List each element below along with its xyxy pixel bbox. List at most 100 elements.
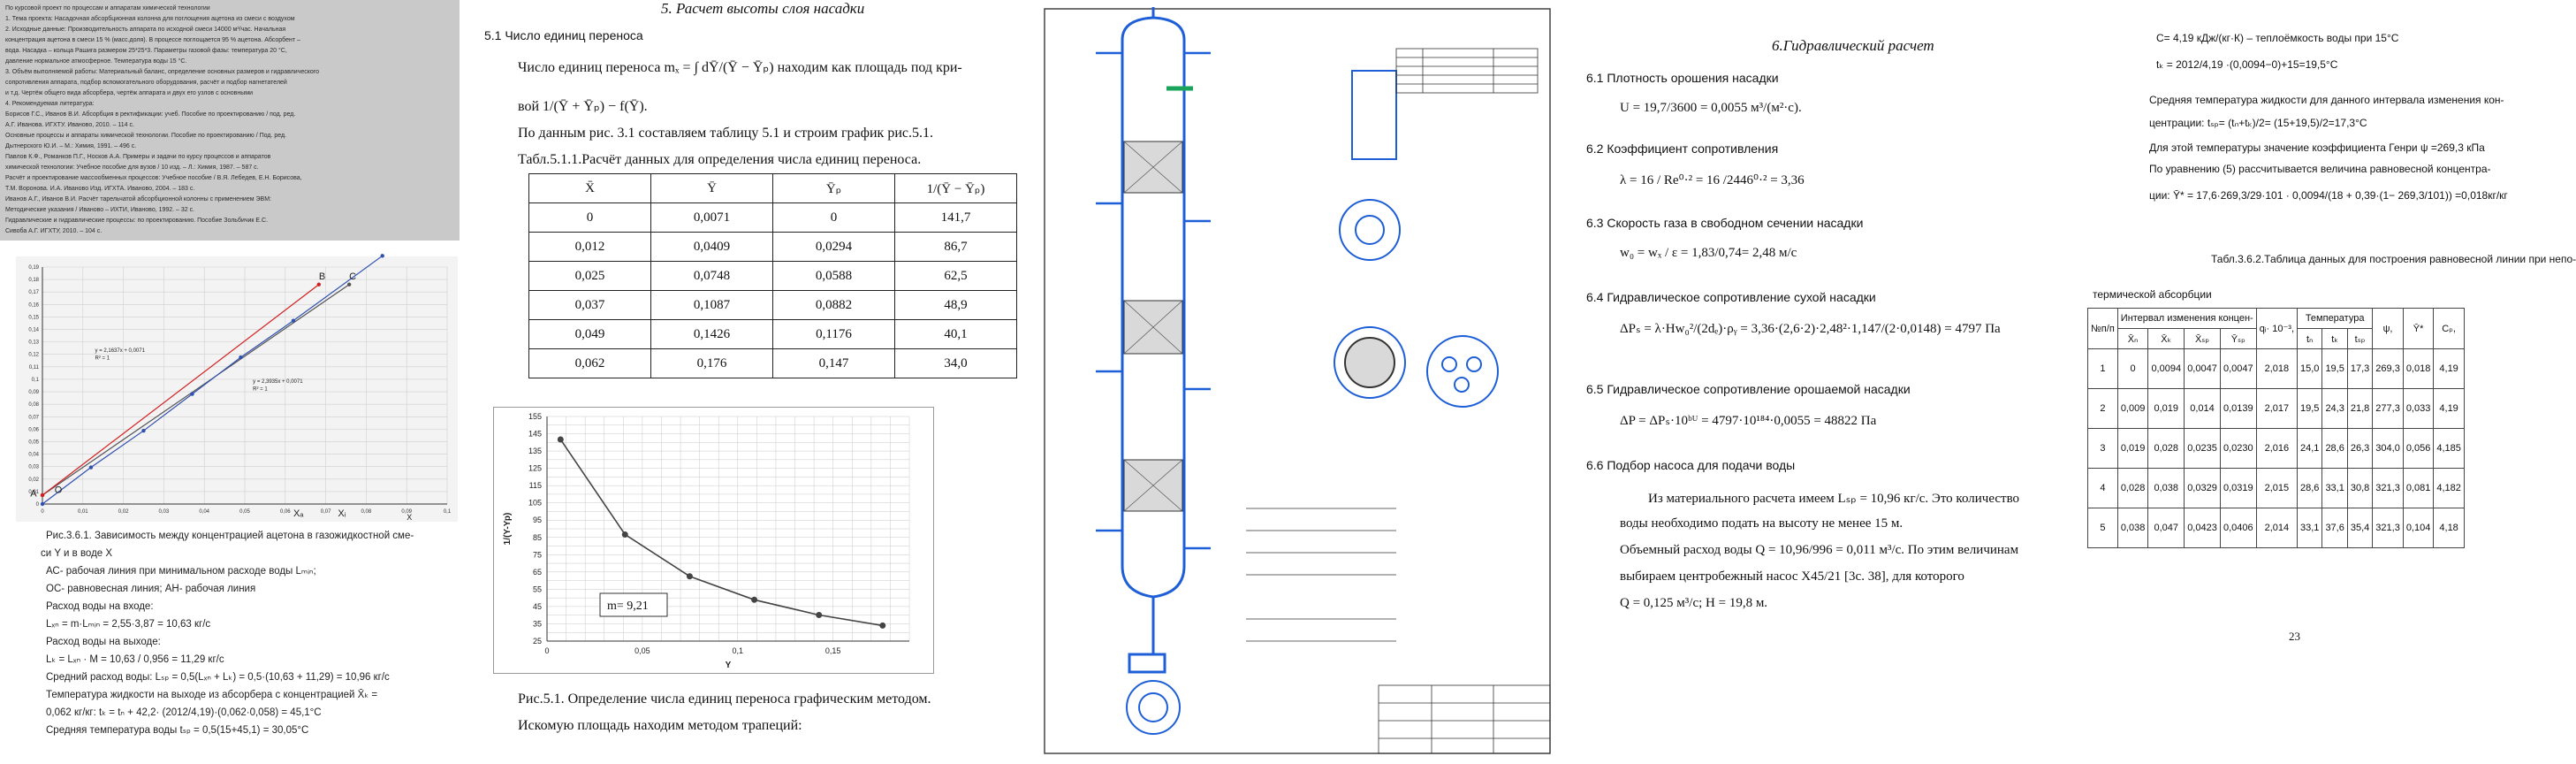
table-cell: 0,028 (2116, 468, 2149, 508)
x-tick-label: 0,1 (444, 509, 452, 515)
section-heading: 6.6 Подбор насоса для подачи воды (1586, 458, 1796, 472)
table-cell: 21,8 (2346, 388, 2374, 429)
table-cell: 3 (2087, 428, 2118, 469)
task-line: вода. Насадка – кольца Рашига размером 2… (5, 48, 287, 54)
x-tick-label: 0,09 (401, 509, 412, 515)
formula-line: ΔPₛ = λ·Hw₀²/(2dₑ)·ρᵧ = 3,36·(2,6·2)·2,4… (1620, 322, 2001, 336)
table-cell: 28,6 (2321, 428, 2348, 469)
x-tick-label: 0 (544, 646, 549, 655)
calculation-line: ОС- равновесная линия; АН- рабочая линия (46, 584, 256, 594)
table-cell: 0,038 (2116, 508, 2149, 548)
calculation-line: АС- рабочая линия при минимальном расход… (46, 566, 316, 577)
x-tick-label: 0,15 (825, 646, 841, 655)
x-tick-label: 0,02 (118, 509, 129, 515)
table-cell: 2,017 (2255, 388, 2299, 429)
table-cell: 0 (528, 202, 651, 233)
task-line: концентрация ацетона в смеси 15 % (масс.… (5, 37, 300, 43)
table-cell: 1 (2087, 348, 2118, 389)
table-caption: Табл.3.6.2.Таблица данных для построения… (2211, 253, 2576, 265)
page-number: 23 (2289, 630, 2300, 643)
y-tick-label: 0,12 (28, 353, 39, 358)
table-cell: X̄ₖ (2147, 328, 2185, 349)
x-tick-label: 0,03 (159, 509, 170, 515)
table-cell: 5 (2087, 508, 2118, 548)
task-line: Т.М. Воронова. И.А. Иваново Изд. ИГХТА. … (5, 186, 195, 192)
y-tick-label: 145 (528, 430, 542, 439)
table-cell: 0,1176 (772, 319, 895, 349)
table-cell: 0,012 (528, 232, 651, 262)
data-point (141, 428, 146, 433)
y-tick-label: 55 (533, 584, 542, 593)
table-cell: 0,0235 (2184, 428, 2221, 469)
y-tick-label: 35 (533, 619, 542, 628)
x-tick-label: 0,04 (199, 509, 209, 515)
table-cell: 86,7 (894, 232, 1017, 262)
calculation-line: Температура жидкости на выходе из абсорб… (46, 690, 378, 700)
table-cell: ψ, (2372, 308, 2404, 349)
column-shell (1121, 7, 1186, 674)
x-tick-label: 0,1 (733, 646, 744, 655)
data-point (190, 392, 194, 396)
equilibrium-line: Для этой температуры значение коэффициен… (2149, 141, 2485, 154)
table-cell: 0,0047 (2184, 348, 2221, 389)
data-point (239, 355, 243, 360)
task-line: Сивоба А.Г. ИГХТУ, 2010. – 104 с. (5, 228, 103, 234)
pump-line: воды необходимо подать на высоту не мене… (1620, 516, 1904, 531)
equilibrium-line: центрации: tₛₚ= (tₙ+tₖ)/2= (15+19,5)/2=1… (2149, 117, 2367, 129)
table-cell: Температура (2297, 308, 2374, 329)
table-cell: 0,0294 (772, 232, 895, 262)
table-cell: 0,1426 (650, 319, 773, 349)
calculation-line: Lₖ = Lₓₙ · M = 10,63 / 0,956 = 11,29 кг/… (46, 654, 224, 665)
pump-line: Объемный расход воды Q = 10,96/996 = 0,0… (1620, 543, 2019, 557)
data-point (686, 573, 693, 580)
task-line: Гидравлические и гидравлические процессы… (5, 218, 269, 224)
data-point (816, 611, 823, 618)
calculation-line: Расход воды на входе: (46, 601, 154, 612)
task-line: Борисов Г.С., Иванов В.И. Абсорбция в ре… (5, 111, 296, 118)
photo-calculation-text: Рис.3.6.1. Зависимость между концентраци… (41, 527, 479, 739)
data-point (380, 254, 384, 258)
y-tick-label: 0,17 (28, 290, 39, 295)
table-cell: 24,3 (2321, 388, 2348, 429)
table-cell: №п/п (2087, 308, 2118, 349)
photo-document-panel: По курсовой проект по процессам и аппара… (0, 0, 482, 760)
series-line (42, 284, 350, 496)
table-cell: 0,0588 (772, 261, 895, 291)
chart-annotation: y = 2,1637x + 0,0071 (95, 348, 146, 354)
chart-annotation: y = 2,3935x + 0,0071 (253, 379, 303, 385)
chart-annotation: A (30, 489, 37, 500)
section-heading: 6.1 Плотность орошения насадки (1586, 71, 1779, 85)
table-cell: 0,0139 (2219, 388, 2257, 429)
annotation-box (599, 592, 668, 617)
table-cell: 2 (2087, 388, 2118, 429)
table-cell: 17,3 (2346, 348, 2374, 389)
hydraulic-calculation-page: 6.Гидравлический расчет 6.1 Плотность ор… (1586, 0, 2019, 760)
y-tick-label: 125 (528, 464, 542, 473)
table-header-cell: Ȳₚ (772, 173, 895, 203)
data-point (40, 501, 45, 507)
y-tick-label: 0,07 (28, 415, 39, 420)
table-cell: 0,0230 (2219, 428, 2257, 469)
y-tick-label: 0,16 (28, 302, 39, 308)
equilibrium-line: C= 4,19 кДж/(кг·К) – теплоёмкость воды п… (2156, 32, 2399, 44)
table-cell: 0,062 (528, 348, 651, 378)
table-cell: 0,0047 (2219, 348, 2257, 389)
table-cell: 0,009 (2116, 388, 2149, 429)
table-cell: X̄ₛₚ (2184, 328, 2221, 349)
section-heading: 6.4 Гидравлическое сопротивление сухой н… (1586, 290, 1876, 304)
packing-layers (1123, 141, 1183, 512)
table-cell: 0,019 (2147, 388, 2185, 429)
y-tick-label: 0,01 (28, 490, 39, 495)
table-cell: 0,0882 (772, 290, 895, 320)
y-tick-label: 115 (529, 481, 542, 490)
table-cell: 0,0071 (650, 202, 773, 233)
task-line: Павлов К.Ф., Романков П.Г., Носков А.А. … (5, 154, 271, 160)
